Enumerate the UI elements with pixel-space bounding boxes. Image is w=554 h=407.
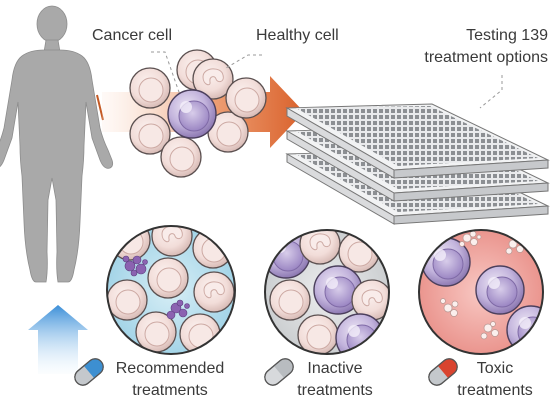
dish-inactive <box>264 229 390 355</box>
pill-blue-icon <box>74 358 104 386</box>
inactive-label-line1: Inactive <box>307 360 363 377</box>
dead-cancer-cell-icon <box>122 255 190 320</box>
pill-red-icon <box>428 358 458 386</box>
pill-grey-icon <box>264 358 294 386</box>
recommended-label-line2: treatments <box>132 382 208 399</box>
human-silhouette <box>0 5 114 283</box>
well-plates <box>285 103 550 225</box>
cancer-cell-leader <box>151 51 181 96</box>
dish-recommended <box>106 225 236 355</box>
toxic-label-line1: Toxic <box>476 360 514 377</box>
healthy-cell-leader <box>225 54 262 69</box>
cancer-cell-label: Cancer cell <box>92 27 173 44</box>
testing-leader <box>479 75 503 109</box>
dish-toxic <box>418 229 544 355</box>
toxic-label-line2: treatments <box>457 382 533 399</box>
cell-cluster <box>129 49 267 178</box>
inactive-label-line2: treatments <box>297 382 373 399</box>
recommended-label-line1: Recommended <box>115 360 225 377</box>
testing-label-line2: treatment options <box>424 49 548 66</box>
feedback-arrow <box>28 305 88 374</box>
healthy-cell-label: Healthy cell <box>256 27 339 44</box>
testing-label-line1: Testing 139 <box>466 27 548 44</box>
